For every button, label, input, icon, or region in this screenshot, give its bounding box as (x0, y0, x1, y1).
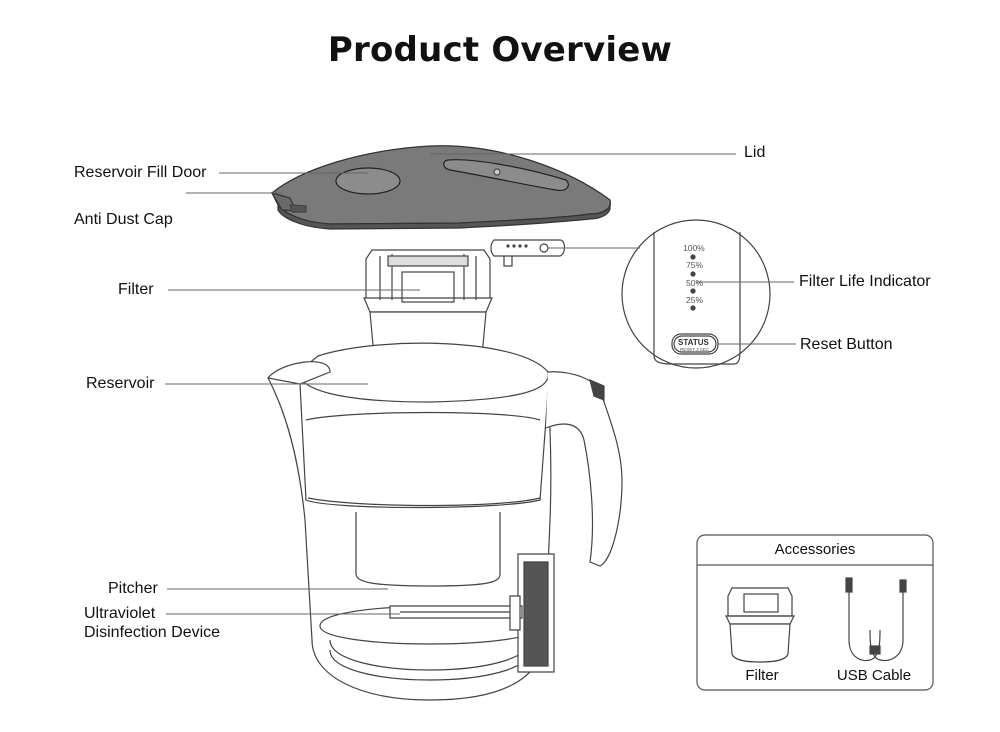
accessories-box (696, 534, 934, 691)
accessory-usb-cable-drawing (845, 577, 907, 662)
label-filter: Filter (118, 281, 154, 298)
accessories-title: Accessories (774, 541, 856, 558)
accessory-filter-label: Filter (745, 667, 779, 684)
level-75-label: 75% (686, 260, 703, 270)
lid-drawing (270, 145, 611, 230)
label-reservoir-fill-door: Reservoir Fill Door (74, 164, 207, 181)
page-title: Product Overview (327, 30, 673, 70)
indicator-clip-drawing (490, 239, 566, 267)
label-uv-line1: Ultraviolet (84, 605, 156, 622)
label-lid: Lid (744, 144, 766, 161)
leader-lines (165, 153, 796, 615)
accessory-usb-cable-label: USB Cable (836, 667, 912, 684)
label-pitcher: Pitcher (108, 580, 158, 597)
level-100-label: 100% (683, 243, 705, 253)
label-reset-button: Reset Button (800, 336, 893, 353)
label-anti-dust-cap: Anti Dust Cap (74, 211, 173, 228)
indicator-zoom-circle (621, 219, 771, 369)
label-uv-line2: Disinfection Device (84, 624, 221, 641)
status-button-label: STATUS (678, 338, 709, 347)
status-button-sub: RESET 3 SEC (680, 347, 710, 352)
level-25-label: 25% (686, 295, 703, 305)
label-filter-life-indicator: Filter Life Indicator (799, 273, 931, 290)
pitcher-drawing (266, 342, 623, 701)
accessory-filter-drawing (725, 587, 795, 663)
level-50-label: 50% (686, 278, 703, 288)
label-reservoir: Reservoir (86, 375, 155, 392)
